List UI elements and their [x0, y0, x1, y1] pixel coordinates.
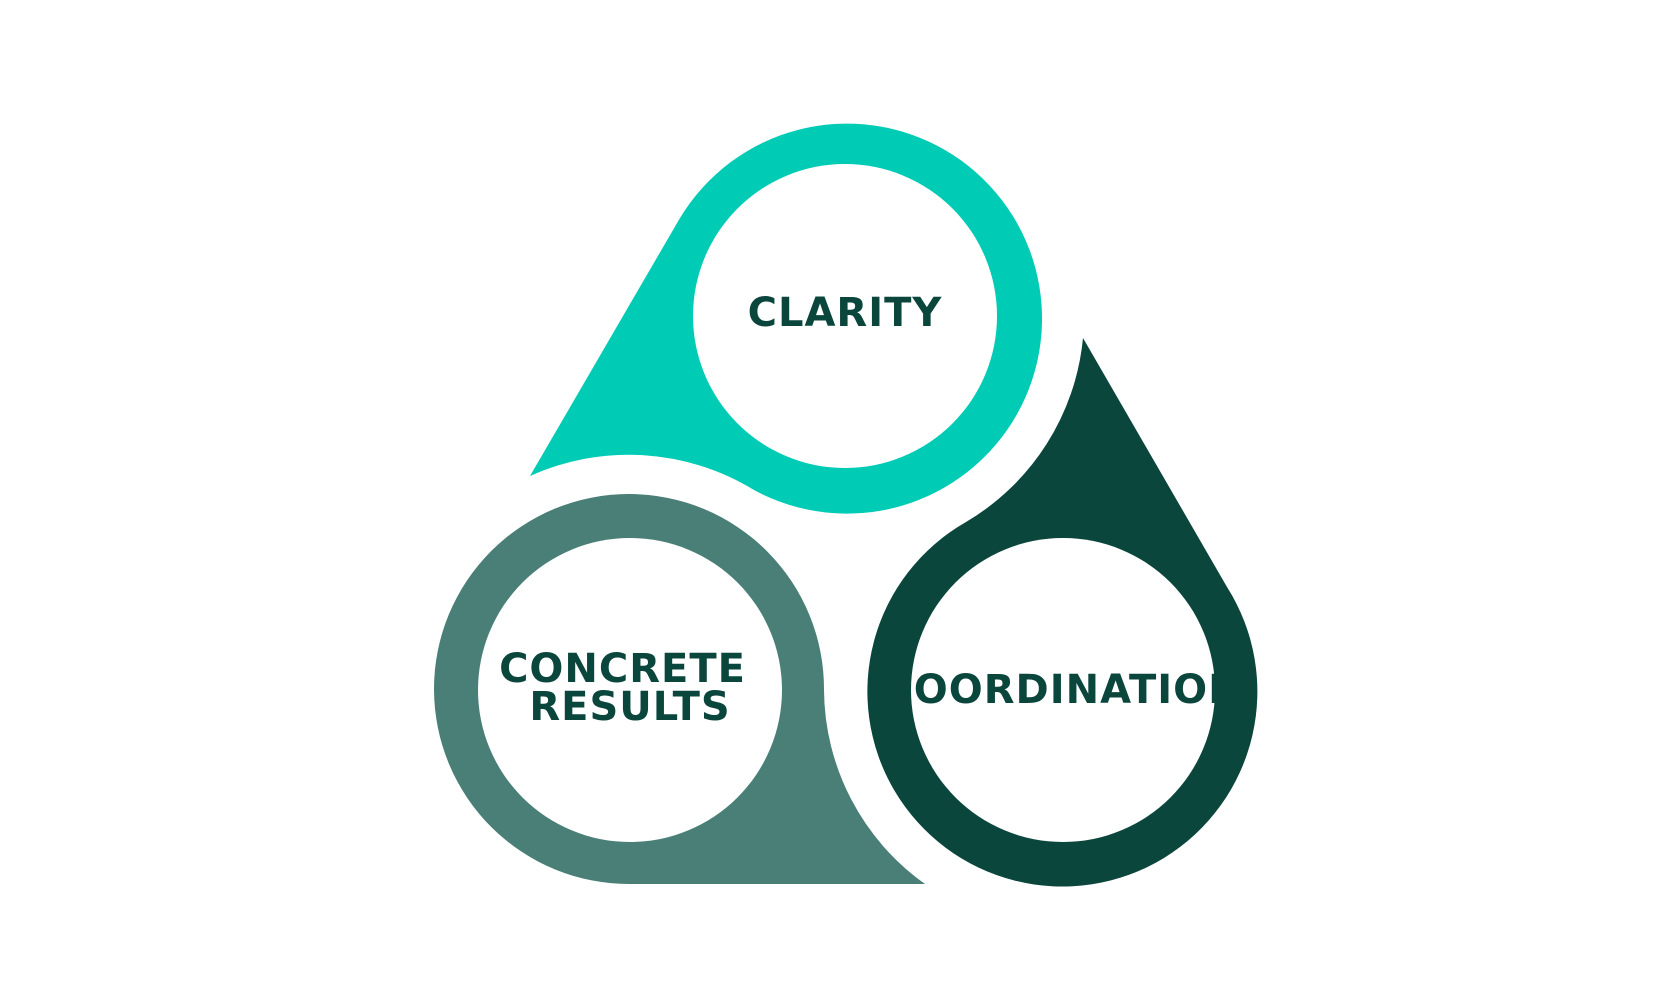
concrete-results-label-line-1: CONCRETE — [499, 646, 746, 692]
coordination-inner-circle — [911, 538, 1215, 842]
concrete-results-node: CONCRETE RESULTS — [434, 494, 925, 885]
coordination-node: COORDINATION — [867, 338, 1258, 887]
concrete-results-label-line-2: RESULTS — [529, 684, 730, 730]
clarity-inner-circle — [693, 164, 997, 468]
clarity-label: CLARITY — [748, 290, 943, 336]
coordination-label-line: COORDINATION — [883, 667, 1242, 713]
coordination-label: COORDINATION — [883, 667, 1242, 713]
clarity-node: CLARITY — [530, 123, 1043, 514]
concrete-results-label: CONCRETE RESULTS — [499, 646, 761, 730]
clarity-label-line: CLARITY — [748, 290, 943, 336]
concrete-results-inner-circle — [478, 538, 782, 842]
